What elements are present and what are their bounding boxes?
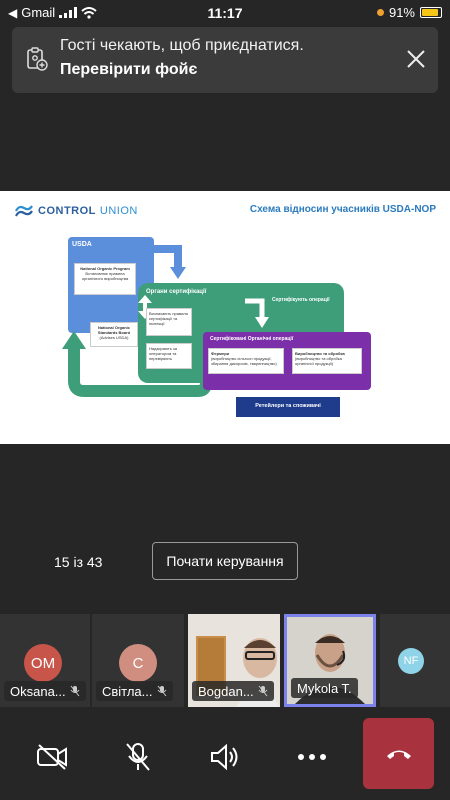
participant-tile-oksana[interactable]: OM Oksana... [0,614,90,707]
clock: 11:17 [207,5,243,21]
take-control-button[interactable]: Почати керування [152,542,298,580]
status-left: ◀ Gmail [8,5,97,20]
participant-name-chip: Bogdan... [192,681,274,701]
mic-off-icon [126,743,150,771]
avatar: С [119,644,157,682]
lobby-clipboard-icon [27,47,48,71]
retailers-label: Ретейлери та споживачі [255,403,321,409]
mic-off-icon [70,685,80,697]
farmers-box: Фермери (виробництво сільгосп продукції,… [208,348,284,374]
cert-text-box-2: Надзирають за оператором та перевіряють [146,343,192,369]
diagram-shapes [62,237,371,417]
control-union-logo-icon [15,205,33,217]
call-controls [0,715,450,795]
banner-message: Гості чекають, щоб приєднатися. [60,37,304,54]
lobby-notification-banner[interactable]: Гості чекають, щоб приєднатися. Перевіри… [12,27,438,93]
logo-union-text: UNION [99,205,138,217]
avatar: NF [398,648,424,674]
farmers-sub: (виробництво сільгосп продукції, збиранн… [211,356,277,366]
speaker-button[interactable] [195,727,255,787]
slide-page-counter: 15 із 43 [54,554,103,570]
participant-name-chip: Oksana... [4,681,86,701]
battery-percent: 91% [388,5,415,20]
processors-box: Виробництво та обробка (виробництво та о… [292,348,362,374]
more-icon [298,754,326,760]
farmers-title: Фермери [211,351,230,356]
nop-box: National Organic Program Встановлює прав… [74,263,136,295]
mic-off-icon [157,685,166,697]
back-arrow-icon[interactable]: ◀ [8,5,18,20]
close-icon[interactable] [404,47,428,71]
nosb-title: National Organic Standards Board [97,325,131,335]
participants-strip[interactable]: OM Oksana... С Світла... Bogdan... [0,614,450,707]
cert-text-box-1: Визначають правила сертифікації та інспе… [146,308,192,336]
participant-name: Mykola T. [297,680,352,696]
participant-tile-bogdan[interactable]: Bogdan... [188,614,280,707]
participant-name: Bogdan... [198,683,254,699]
end-call-button[interactable] [363,718,434,789]
participant-tile-svitlana[interactable]: С Світла... [92,614,184,707]
participant-tile-mykola[interactable]: Mykola T. [284,614,376,707]
participant-name: Світла... [102,683,153,699]
battery-level [422,9,439,16]
participant-tile-nf[interactable]: NF [380,614,450,707]
check-lobby-link[interactable]: Перевірити фойє [60,61,198,78]
signal-icon [59,7,78,18]
cert-bodies-label: Органи сертифікації [146,289,207,295]
processors-title: Виробництво та обробка [295,351,345,356]
back-app-label[interactable]: Gmail [21,5,56,20]
more-options-button[interactable] [282,727,342,787]
battery-icon [420,7,442,18]
wifi-icon [81,6,97,19]
status-bar: ◀ Gmail 11:17 91% [0,0,450,26]
speaker-icon [211,743,238,771]
cert-organic-ops-label: Сертифіковані Органічні операції [210,336,294,342]
logo-control-text: CONTROL [38,205,96,217]
avatar: OM [24,644,62,682]
nop-title: National Organic Program [80,266,130,271]
camera-off-icon [37,744,67,770]
mic-in-use-dot-icon [376,9,384,16]
participant-name: Oksana... [10,683,66,699]
mic-toggle-button[interactable] [108,727,168,787]
usda-label: USDA [72,241,92,248]
mic-off-icon [258,685,268,697]
camera-toggle-button[interactable] [22,727,82,787]
participant-name-chip: Mykola T. [291,678,358,698]
slide-title: Схема відносин учасників USDA-NOP [249,204,436,215]
nosb-box: National Organic Standards Board (Advise… [90,322,138,347]
nop-sub: Встановлює правила органічного виробницт… [81,271,129,281]
nosb-sub: (Advises USDA) [99,335,129,340]
status-right: 91% [376,5,442,20]
processors-sub: (виробництво та обробка органічної проду… [295,356,342,366]
participant-name-chip: Світла... [96,681,173,701]
certify-ops-label: Сертифікують операції [272,297,330,303]
hang-up-icon [386,750,411,759]
